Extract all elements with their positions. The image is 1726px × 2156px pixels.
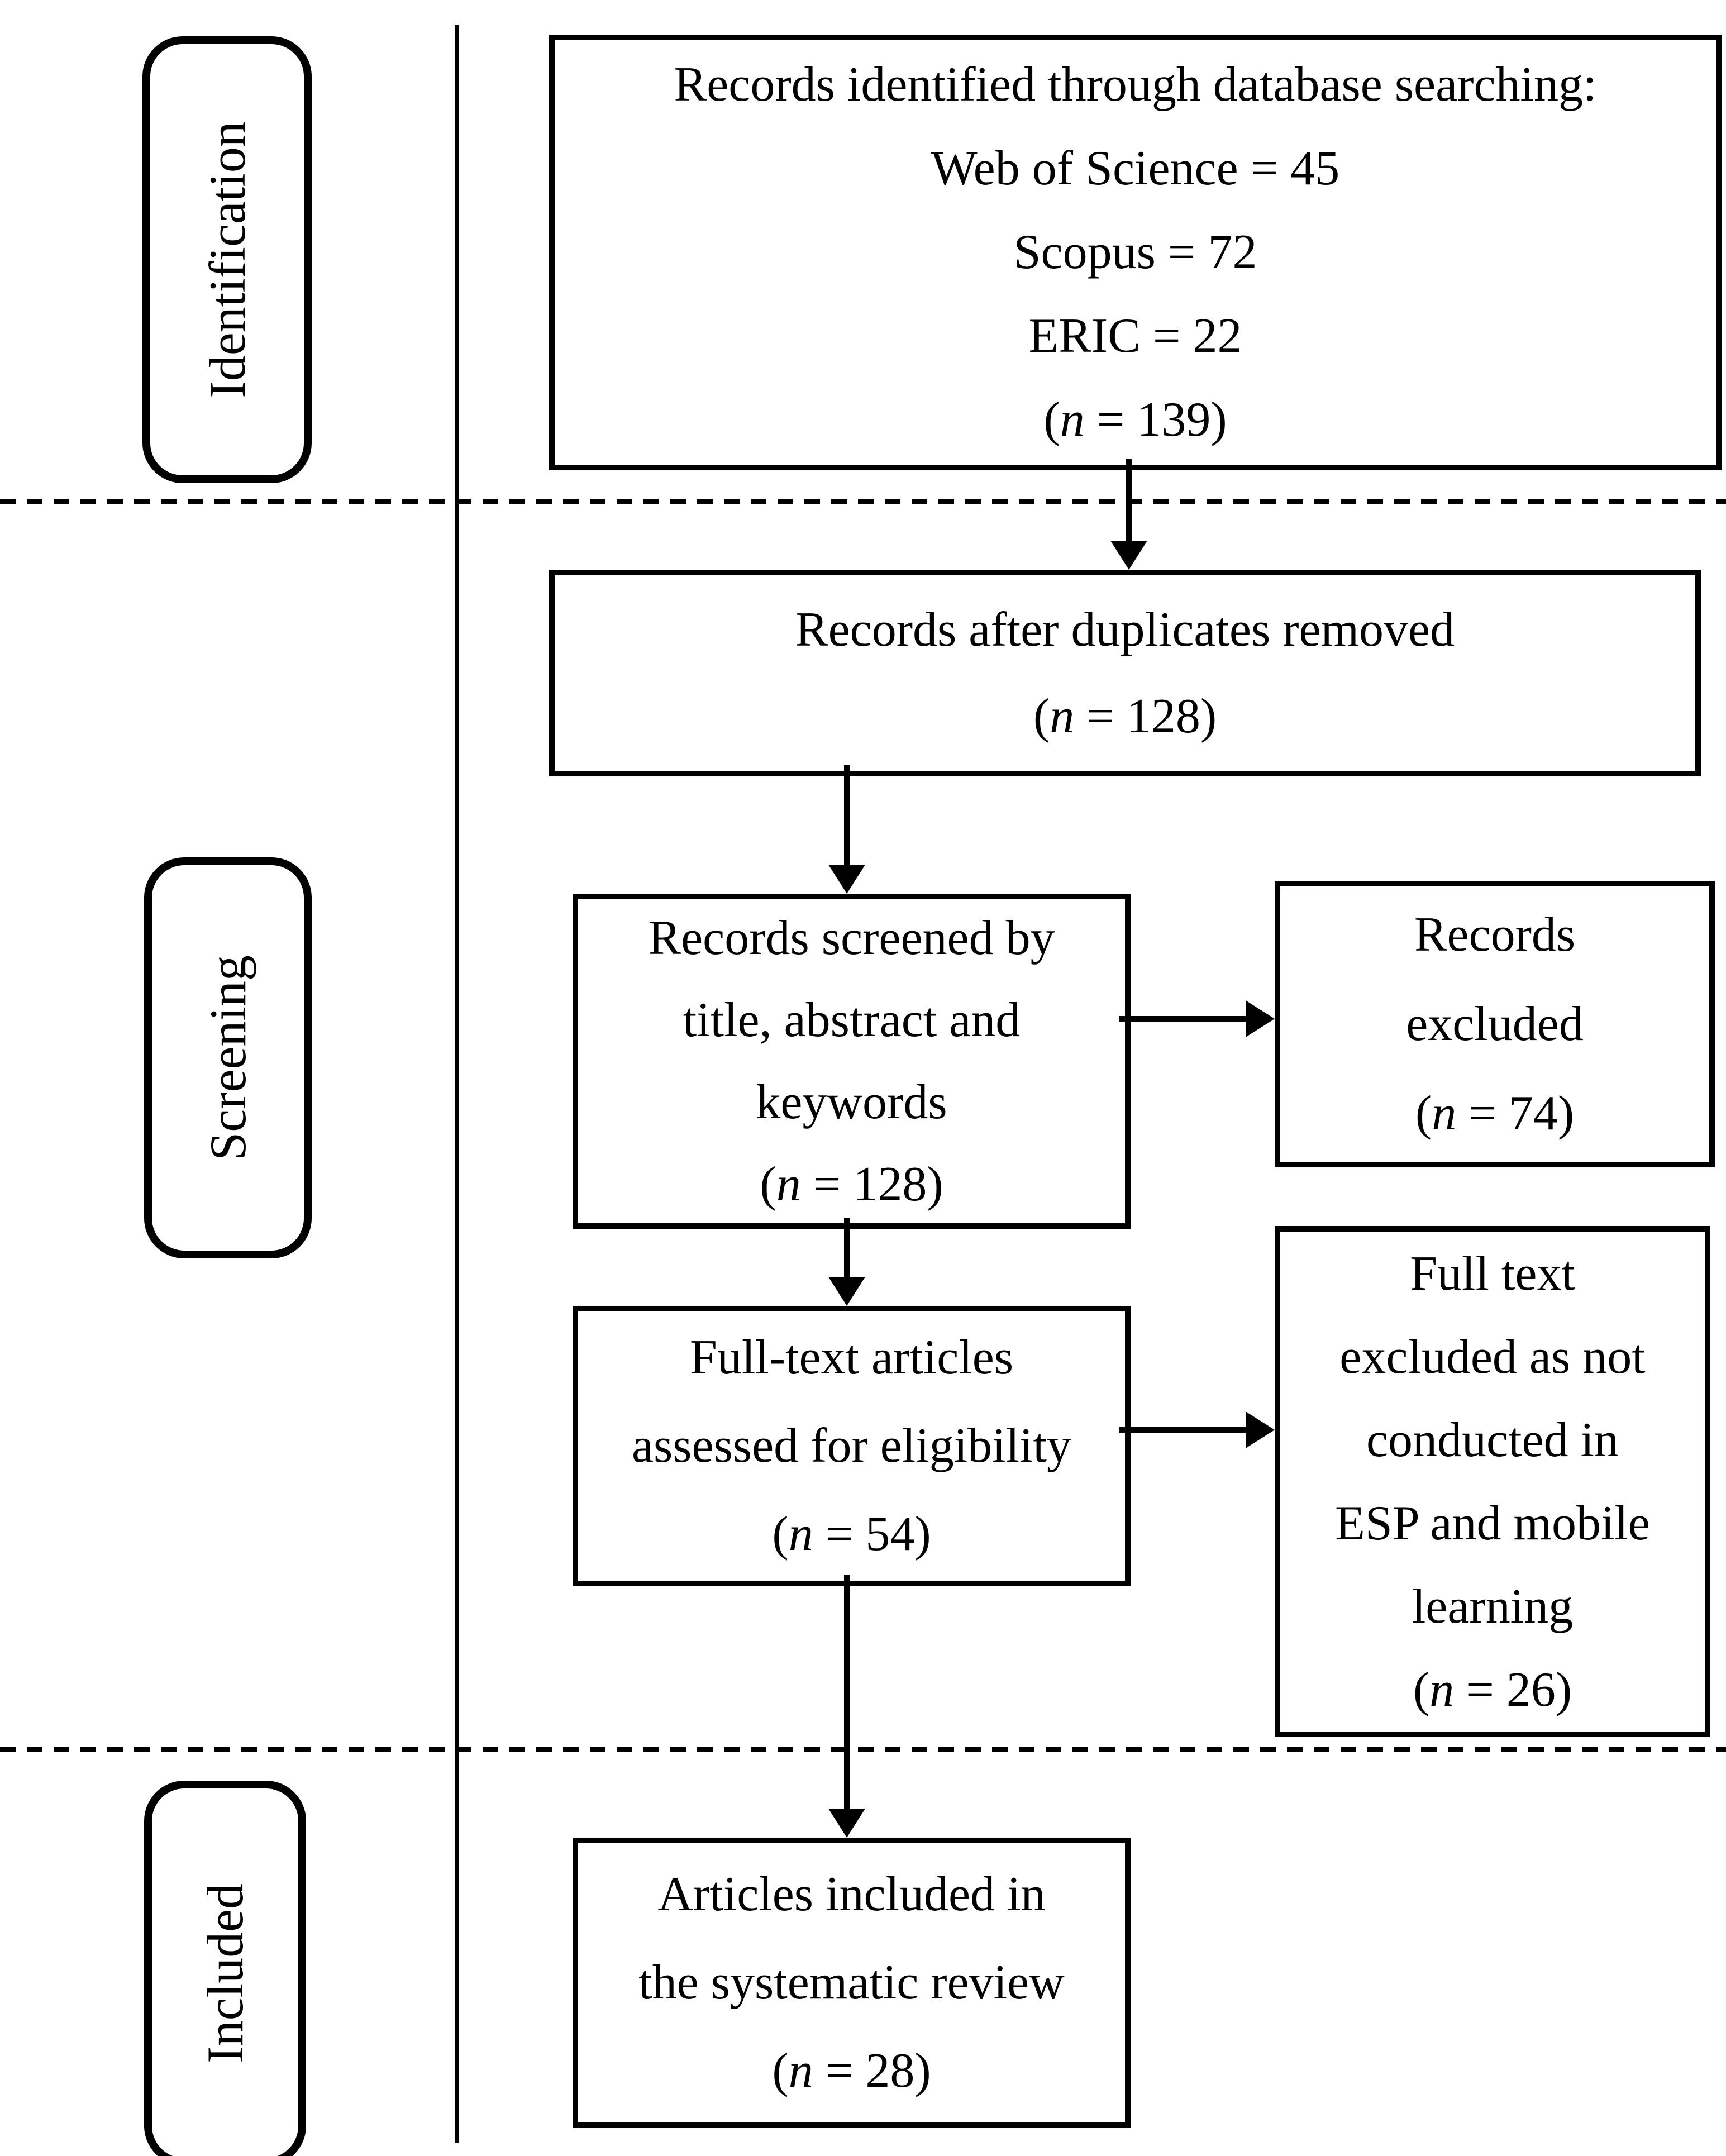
box-text-line: Web of Science = 45 bbox=[931, 141, 1340, 195]
flow-arrow-deduplicated-to-screened bbox=[828, 765, 865, 894]
box-records-screened: Records screened by title, abstract and ke… bbox=[573, 894, 1131, 1229]
arrowhead-down-icon bbox=[828, 1809, 865, 1838]
flow-arrow-screened-to-fulltext-assessed bbox=[828, 1218, 865, 1306]
flow-arrow-identified-to-deduplicated bbox=[1110, 459, 1147, 570]
box-fulltext-assessed: Full-text articles assessed for eligibili… bbox=[573, 1306, 1131, 1586]
box-text-line: learning bbox=[1412, 1579, 1574, 1634]
box-text-line: title, abstract and bbox=[683, 993, 1021, 1047]
stage-separator-line bbox=[455, 25, 459, 2143]
flow-arrow-assessed-to-fulltext-excluded bbox=[1119, 1411, 1275, 1448]
box-text-line: the systematic review bbox=[638, 1955, 1065, 2010]
box-text-line: excluded bbox=[1406, 996, 1584, 1051]
identification-screening-divider-dashed-line bbox=[0, 499, 1726, 504]
box-fulltext-excluded: Full text excluded as not conducted in ESP … bbox=[1275, 1226, 1710, 1737]
box-text-line: (n = 128) bbox=[1033, 689, 1217, 743]
box-text-line: ERIC = 22 bbox=[1028, 309, 1242, 363]
box-text-line: (n = 28) bbox=[772, 2044, 931, 2098]
box-records-identified: Records identified through database sear… bbox=[549, 35, 1722, 470]
box-text-line: Records identified through database sear… bbox=[674, 58, 1597, 112]
arrowhead-down-icon bbox=[828, 865, 865, 894]
box-records-excluded: Records excluded (n = 74) bbox=[1275, 881, 1715, 1167]
flow-arrow-fulltext-assessed-to-included bbox=[828, 1575, 865, 1838]
box-text-line: (n = 54) bbox=[772, 1507, 931, 1561]
box-text-line: keywords bbox=[756, 1075, 947, 1129]
box-text-line: ESP and mobile bbox=[1335, 1496, 1650, 1551]
stage-label-included: Included bbox=[144, 1781, 306, 2156]
box-text-line: conducted in bbox=[1366, 1413, 1619, 1467]
stage-label-identification: Identification bbox=[142, 36, 312, 483]
box-articles-included: Articles included in the systematic revie… bbox=[573, 1838, 1131, 2128]
box-text-line: Full text bbox=[1410, 1246, 1575, 1301]
flow-arrow-screened-to-records-excluded bbox=[1119, 1000, 1275, 1037]
box-text-line: Records after duplicates removed bbox=[795, 603, 1455, 657]
box-text-line: (n = 128) bbox=[760, 1157, 943, 1211]
box-text-line: Articles included in bbox=[657, 1867, 1046, 1921]
arrowhead-right-icon bbox=[1246, 1000, 1275, 1037]
box-text-line: Full-text articles bbox=[689, 1330, 1014, 1385]
stage-label-screening: Screening bbox=[144, 857, 312, 1258]
box-text-line: Records bbox=[1414, 907, 1576, 962]
box-text-line: Scopus = 72 bbox=[1013, 225, 1257, 279]
screening-included-divider-dashed-line bbox=[0, 1747, 1726, 1752]
box-text-line: (n = 26) bbox=[1413, 1662, 1572, 1717]
box-text-line: assessed for eligibility bbox=[632, 1419, 1071, 1473]
box-text-line: excluded as not bbox=[1339, 1329, 1646, 1384]
arrowhead-right-icon bbox=[1246, 1411, 1275, 1448]
arrowhead-down-icon bbox=[828, 1277, 865, 1306]
stage-label-text: Identification bbox=[198, 121, 256, 398]
stage-label-text: Screening bbox=[199, 955, 256, 1161]
box-text-line: Records screened by bbox=[648, 911, 1055, 965]
box-text-line: (n = 74) bbox=[1415, 1086, 1575, 1141]
box-records-after-duplicates-removed: Records after duplicates removed (n = 128… bbox=[549, 570, 1701, 776]
box-text-line: (n = 139) bbox=[1043, 393, 1227, 447]
arrowhead-down-icon bbox=[1110, 541, 1147, 570]
stage-label-text: Included bbox=[197, 1883, 254, 2063]
